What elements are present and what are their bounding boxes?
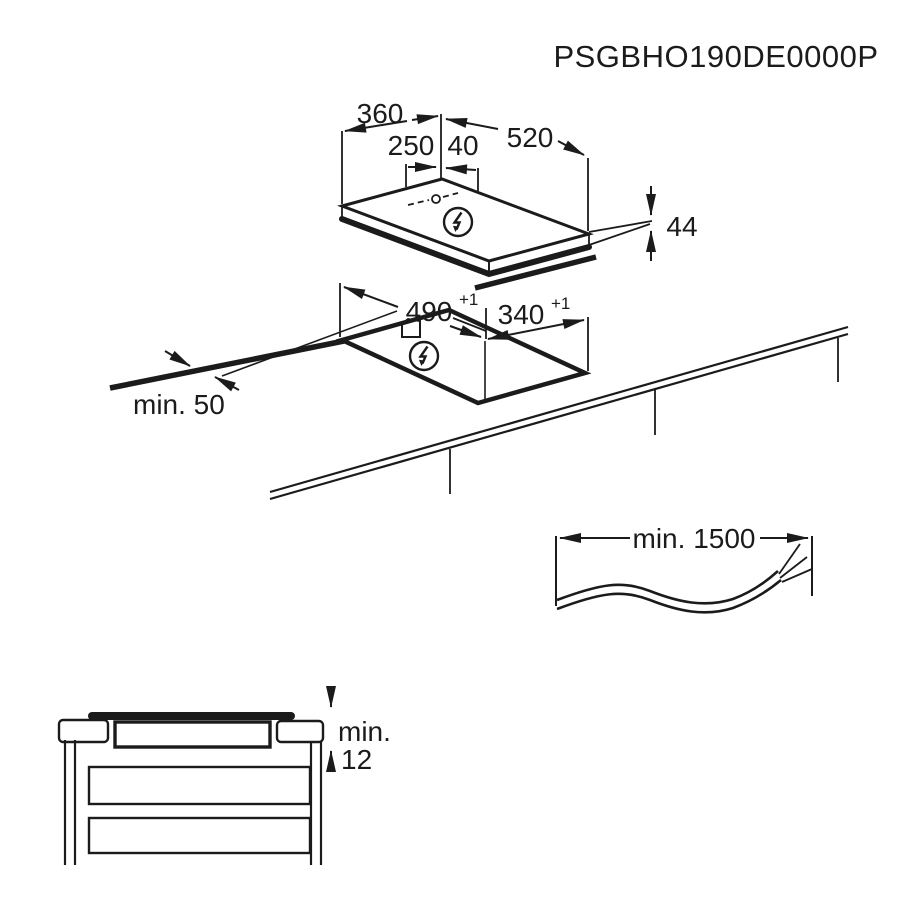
dimension-hob-height: 44 xyxy=(588,186,698,261)
drawer-upper xyxy=(87,765,312,806)
dimension-under-clearance: min. 12 xyxy=(326,686,391,775)
hob-body-section xyxy=(113,720,272,749)
dim-360-label: 360 xyxy=(357,98,404,129)
dimension-hob-depth: 520 xyxy=(445,118,589,231)
cutout-opening xyxy=(335,307,592,406)
exploded-hob-view: 360 250 40 520 44 xyxy=(337,98,698,291)
min50-arrow-lower xyxy=(214,376,240,392)
worktop-section-left xyxy=(57,718,110,744)
model-number: PSGBHO190DE0000P xyxy=(553,39,878,74)
connection-leader-left xyxy=(407,199,430,206)
dimension-hob-width: 360 xyxy=(341,98,442,204)
hob-base-edge xyxy=(339,216,592,278)
dim-520-label: 520 xyxy=(507,122,554,153)
dim-490-label: 490 xyxy=(406,296,453,327)
dim-min1500-label: min. 1500 xyxy=(633,523,756,554)
hob-glass-section xyxy=(88,712,295,720)
connection-leader-right xyxy=(442,192,459,198)
dim-340-label: 340 xyxy=(498,299,545,330)
power-connection-icon xyxy=(442,206,474,238)
dim-44-label: 44 xyxy=(666,211,697,242)
power-connection-icon-cutout xyxy=(408,340,440,372)
dim-490-tolerance: +1 xyxy=(459,290,478,309)
cable-wire-ends xyxy=(778,543,813,583)
worktop-edge-double-line xyxy=(269,325,849,501)
dimension-connection-position: 250 40 xyxy=(388,130,479,191)
cable-notch xyxy=(401,317,421,338)
min50-arrow-upper xyxy=(164,350,191,367)
dim-340-tolerance: +1 xyxy=(551,294,570,313)
cross-section-view: min. 12 xyxy=(57,686,391,865)
dim-min12-value: 12 xyxy=(341,744,372,775)
worktop-front-edge xyxy=(109,338,345,391)
dim-40-label: 40 xyxy=(447,130,478,161)
worktop-back-edge xyxy=(474,254,597,291)
dim-min50-label: min. 50 xyxy=(133,389,225,420)
cable-length-view: min. 1500 xyxy=(555,523,813,614)
connection-point-marker xyxy=(431,194,441,204)
worktop-section-right xyxy=(275,719,325,744)
power-cable-drawing xyxy=(556,543,813,614)
dimension-cutout-depth: 340 +1 xyxy=(484,294,589,400)
dim-250-label: 250 xyxy=(388,130,435,161)
dimension-cutout-length: 490 +1 xyxy=(339,283,487,338)
drawer-lower xyxy=(87,816,312,855)
worktop-cutout-view: min. 50 490 +1 340 +1 xyxy=(109,283,849,501)
dim-min12-prefix: min. xyxy=(338,716,391,747)
hob-top-surface xyxy=(337,177,594,263)
cutout-edge-leader xyxy=(221,310,398,377)
